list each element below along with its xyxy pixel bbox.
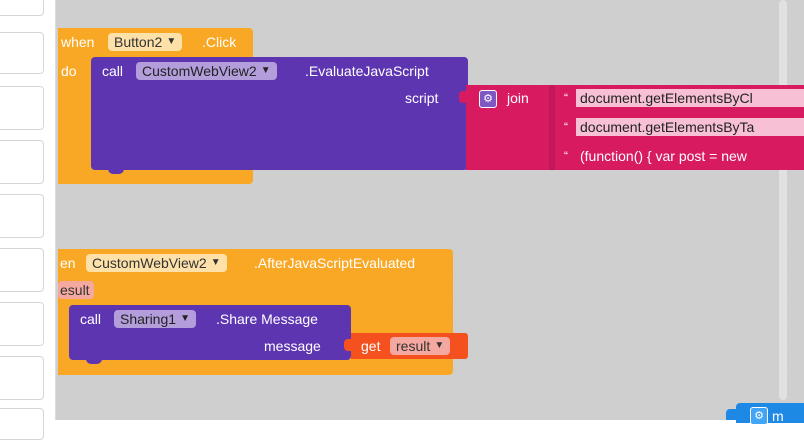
palette-item[interactable] (0, 32, 44, 74)
method-name: .EvaluateJavaScript (305, 63, 429, 79)
palette-item[interactable] (0, 86, 44, 130)
event-name: .AfterJavaScriptEvaluated (254, 255, 416, 271)
partial-component-block[interactable] (736, 403, 804, 423)
join-label: join (507, 90, 529, 106)
palette-divider (55, 0, 56, 420)
argument-label-message: message (264, 338, 321, 354)
palette-item[interactable] (0, 408, 44, 440)
variable-dropdown-result[interactable]: result ▼ (390, 337, 451, 355)
block-notch (86, 358, 102, 364)
get-label: get (361, 338, 381, 354)
text-string-field[interactable]: document.getElementsByCl (576, 89, 804, 107)
chevron-down-icon: ▼ (166, 36, 177, 47)
chevron-down-icon: ▼ (260, 65, 271, 76)
dropdown-value: Sharing1 (120, 311, 177, 327)
partial-block-label: m (772, 408, 784, 424)
parameter-result[interactable]: esult (58, 281, 94, 299)
keyword-when: en (60, 255, 76, 271)
keyword-call: call (102, 63, 124, 79)
palette-item[interactable] (0, 356, 44, 400)
component-dropdown-sharing1[interactable]: Sharing1 ▼ (114, 310, 197, 328)
parameter-name: esult (60, 282, 90, 298)
dropdown-value: result (396, 338, 431, 354)
dropdown-value: CustomWebView2 (92, 255, 207, 271)
chevron-down-icon: ▼ (180, 313, 191, 324)
join-divider (549, 85, 555, 170)
palette-item[interactable] (0, 302, 44, 346)
string-quote-icon: “ (564, 91, 568, 105)
component-dropdown-customwebview2[interactable]: CustomWebView2 ▼ (136, 62, 277, 80)
component-dropdown-button2[interactable]: Button2 ▼ (108, 33, 183, 51)
palette-item[interactable] (0, 0, 44, 16)
workspace-scrollbar[interactable] (779, 0, 787, 400)
gear-icon[interactable]: ⚙ (479, 90, 497, 108)
block-notch (108, 168, 124, 174)
palette-item[interactable] (0, 248, 44, 292)
method-name: .Share Message (216, 311, 318, 327)
chevron-down-icon: ▼ (210, 257, 221, 268)
keyword-call: call (80, 311, 102, 327)
text-string-field[interactable]: (function() { var post = new (576, 147, 804, 165)
string-quote-icon: “ (564, 120, 568, 134)
join-input-tab (459, 91, 467, 103)
partial-block-tab (726, 409, 736, 420)
string-quote-icon: “ (564, 149, 568, 163)
event-name: .Click (202, 34, 237, 50)
palette-panel (0, 0, 55, 440)
gear-icon[interactable]: ⚙ (750, 407, 768, 425)
argument-label-script: script (405, 90, 439, 106)
dropdown-value: CustomWebView2 (142, 63, 257, 79)
palette-item[interactable] (0, 194, 44, 238)
dropdown-value: Button2 (114, 34, 163, 50)
palette-item[interactable] (0, 140, 44, 184)
chevron-down-icon: ▼ (434, 340, 445, 351)
component-dropdown-customwebview2[interactable]: CustomWebView2 ▼ (86, 254, 227, 272)
text-string-field[interactable]: document.getElementsByTa (576, 118, 804, 136)
keyword-do: do (61, 63, 77, 79)
get-input-tab (344, 339, 352, 351)
keyword-when: when (61, 34, 95, 50)
